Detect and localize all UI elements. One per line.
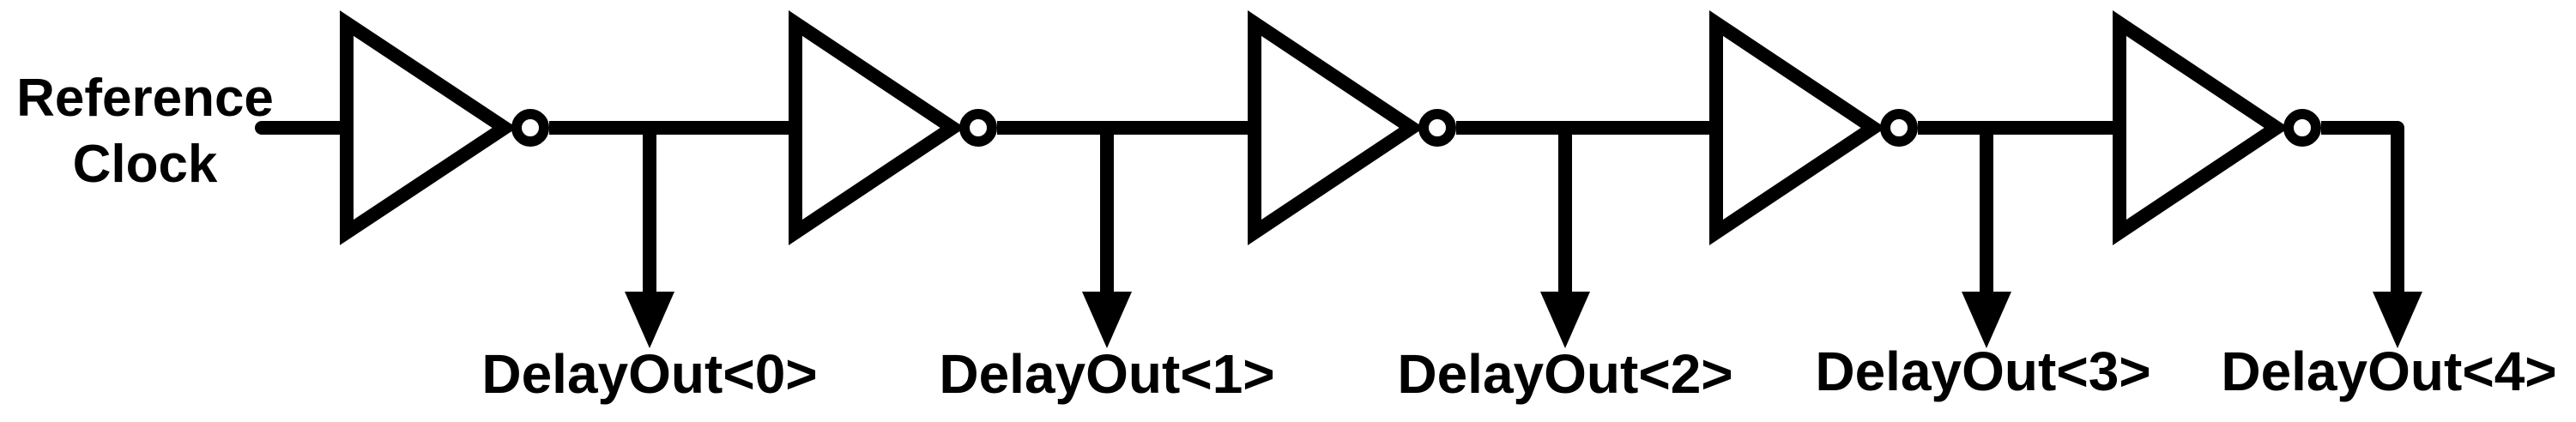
inverter-bubble-icon (2283, 109, 2321, 147)
inverter-bubble-icon (1880, 109, 1918, 147)
down-arrow-icon (1962, 292, 2011, 348)
delay-out-label: DelayOut<4> (2221, 341, 2556, 402)
inverter-gate-icon (2113, 10, 2289, 245)
delay-stage-5: DelayOut<4> (2113, 10, 2557, 402)
delay-out-label: DelayOut<1> (939, 343, 1274, 405)
delay-stage-4: DelayOut<3> (1709, 10, 2151, 402)
inverter-bubble-icon (511, 109, 549, 147)
down-arrow-icon (1082, 292, 1132, 348)
reference-clock-label-line2: Clock (73, 135, 218, 194)
final-output-wire (2321, 121, 2404, 302)
delay-stage-2: DelayOut<1> (789, 10, 1275, 405)
down-arrow-icon (1540, 292, 1590, 348)
down-arrow-icon (625, 292, 674, 348)
inverter-gate-icon (1248, 10, 1424, 245)
inverter-bubble-icon (1418, 109, 1456, 147)
delay-out-label: DelayOut<3> (1815, 341, 2150, 402)
inverter-gate-icon (340, 10, 517, 245)
inverter-gate-icon (1709, 10, 1886, 245)
inverter-gate-icon (789, 10, 965, 245)
delay-out-label: DelayOut<0> (481, 343, 817, 405)
inverter-bubble-icon (959, 109, 997, 147)
delay-out-label: DelayOut<2> (1397, 343, 1732, 405)
down-arrow-icon (2373, 292, 2422, 348)
delay-stage-3: DelayOut<2> (1248, 10, 1733, 405)
delay-stage-1: DelayOut<0> (340, 10, 818, 405)
reference-clock-label-line1: Reference (16, 69, 274, 128)
